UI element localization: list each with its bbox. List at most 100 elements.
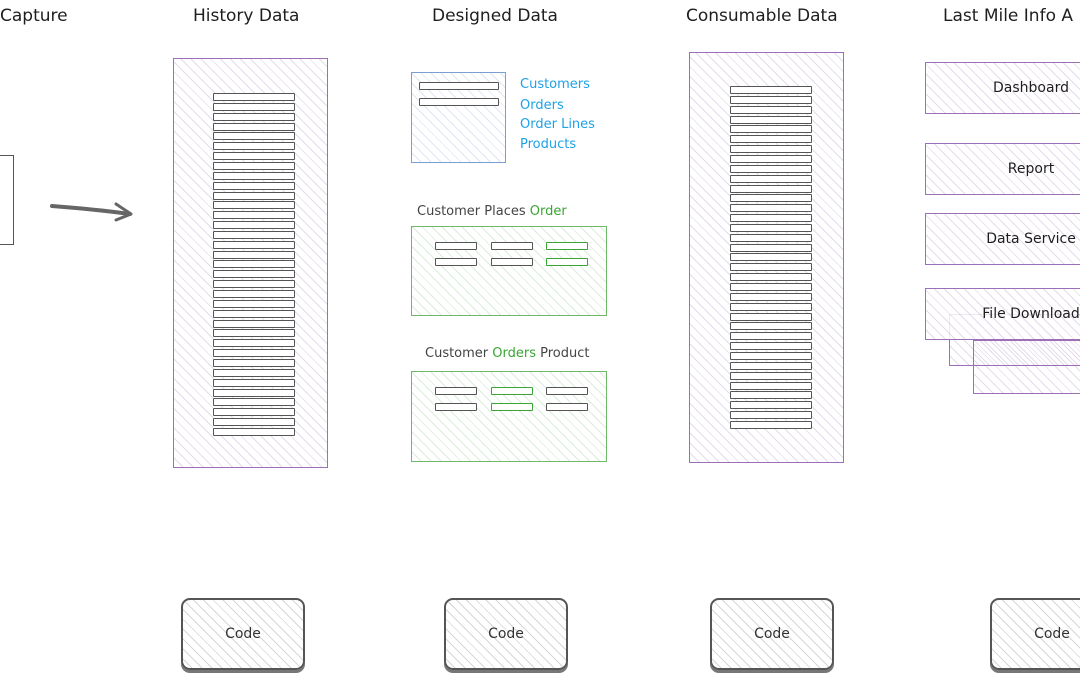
code-button-label: Code: [1034, 626, 1070, 642]
record-bar: [730, 411, 812, 420]
code-button-consumable[interactable]: Code: [710, 598, 834, 670]
capture-source-box: [0, 155, 14, 245]
record-bar: [730, 184, 812, 193]
record-bar: [213, 368, 295, 377]
record-bar: [213, 201, 295, 210]
record-bar: [730, 86, 812, 94]
field-bar-highlight: [546, 258, 588, 266]
record-bar: [730, 154, 812, 163]
relation-text: Customer Places: [417, 204, 530, 219]
entity-list-box: [411, 72, 506, 163]
record-bar: [730, 194, 812, 203]
last-mile-label: Dashboard: [993, 80, 1069, 96]
record-bar: [730, 283, 812, 291]
code-button-last-mile[interactable]: Code: [990, 598, 1080, 670]
entity-bar: [419, 98, 499, 106]
record-bar: [730, 342, 812, 351]
record-bar: [213, 270, 295, 279]
field-bar: [546, 387, 588, 395]
last-mile-data-service[interactable]: Data Service: [925, 213, 1080, 265]
file-download-stack-card: [973, 340, 1080, 394]
entity-bar: [419, 82, 499, 90]
record-bar: [213, 112, 295, 121]
record-bar: [213, 418, 295, 427]
record-bar: [213, 211, 295, 220]
record-bar: [730, 381, 812, 390]
column-title-history: History Data: [193, 6, 300, 26]
record-bar: [213, 398, 295, 407]
record-bar: [730, 312, 812, 321]
last-mile-label: File Download: [982, 306, 1080, 322]
record-bar: [730, 164, 812, 173]
record-bar: [213, 122, 295, 131]
last-mile-report[interactable]: Report: [925, 143, 1080, 195]
record-bar: [730, 223, 812, 232]
code-button-label: Code: [488, 626, 524, 642]
relation-highlight: Order: [529, 204, 567, 219]
record-bar: [213, 427, 295, 436]
last-mile-label: Report: [1007, 161, 1055, 177]
record-bar: [730, 125, 812, 134]
record-bar: [213, 181, 295, 190]
record-bar: [730, 391, 812, 400]
field-bar: [435, 258, 477, 266]
record-bar: [730, 174, 812, 183]
entity-products: Products: [520, 137, 577, 152]
last-mile-label: Data Service: [986, 231, 1076, 247]
record-bar: [213, 142, 295, 151]
last-mile-file-download[interactable]: File Download: [925, 288, 1080, 340]
record-bar: [730, 214, 812, 223]
record-bar: [213, 260, 295, 269]
relation-text: Customer: [425, 346, 493, 361]
field-bar: [491, 242, 533, 250]
code-button-history[interactable]: Code: [181, 598, 305, 670]
record-bar: [730, 292, 812, 301]
record-bar: [213, 191, 295, 200]
column-title-last-mile: Last Mile Info A: [943, 6, 1073, 26]
record-bar: [730, 401, 812, 410]
record-bar: [730, 351, 812, 360]
record-bar: [213, 280, 295, 289]
record-bar: [213, 171, 295, 180]
record-bar: [213, 102, 295, 111]
record-bar: [213, 339, 295, 348]
record-bar: [730, 135, 812, 144]
record-bar: [213, 329, 295, 338]
record-bar: [213, 152, 295, 161]
field-bar-highlight: [491, 387, 533, 395]
code-button-designed[interactable]: Code: [444, 598, 568, 670]
record-bar: [213, 221, 295, 230]
record-bar: [213, 299, 295, 308]
column-title-designed: Designed Data: [432, 6, 558, 26]
entity-customers: Customers: [520, 77, 590, 92]
record-bar: [730, 115, 812, 124]
record-bar: [730, 95, 812, 104]
field-bar: [435, 387, 477, 395]
relation-highlight: Orders: [492, 346, 536, 361]
entity-orders: Orders: [520, 98, 564, 113]
relation-label-orders: Customer Orders Product: [425, 346, 590, 361]
record-bar: [730, 371, 812, 380]
record-bar: [730, 105, 812, 114]
code-button-label: Code: [754, 626, 790, 642]
last-mile-dashboard[interactable]: Dashboard: [925, 62, 1080, 114]
record-bar: [730, 420, 812, 429]
record-bar: [213, 358, 295, 367]
field-bar: [546, 403, 588, 411]
entity-order-lines: Order Lines: [520, 117, 595, 132]
record-bar: [730, 273, 812, 282]
record-bar: [213, 319, 295, 328]
record-bar: [730, 322, 812, 331]
relation-box-places: [411, 226, 607, 316]
record-bar: [213, 230, 295, 239]
record-bar: [213, 349, 295, 358]
record-bar: [213, 309, 295, 318]
record-bar: [730, 145, 812, 154]
record-bar: [730, 243, 812, 252]
column-title-capture: Capture: [0, 6, 68, 26]
relation-label-places: Customer Places Order: [417, 204, 567, 219]
field-bar: [491, 258, 533, 266]
record-bar: [730, 302, 812, 311]
record-bar: [213, 408, 295, 417]
record-bar: [213, 378, 295, 387]
